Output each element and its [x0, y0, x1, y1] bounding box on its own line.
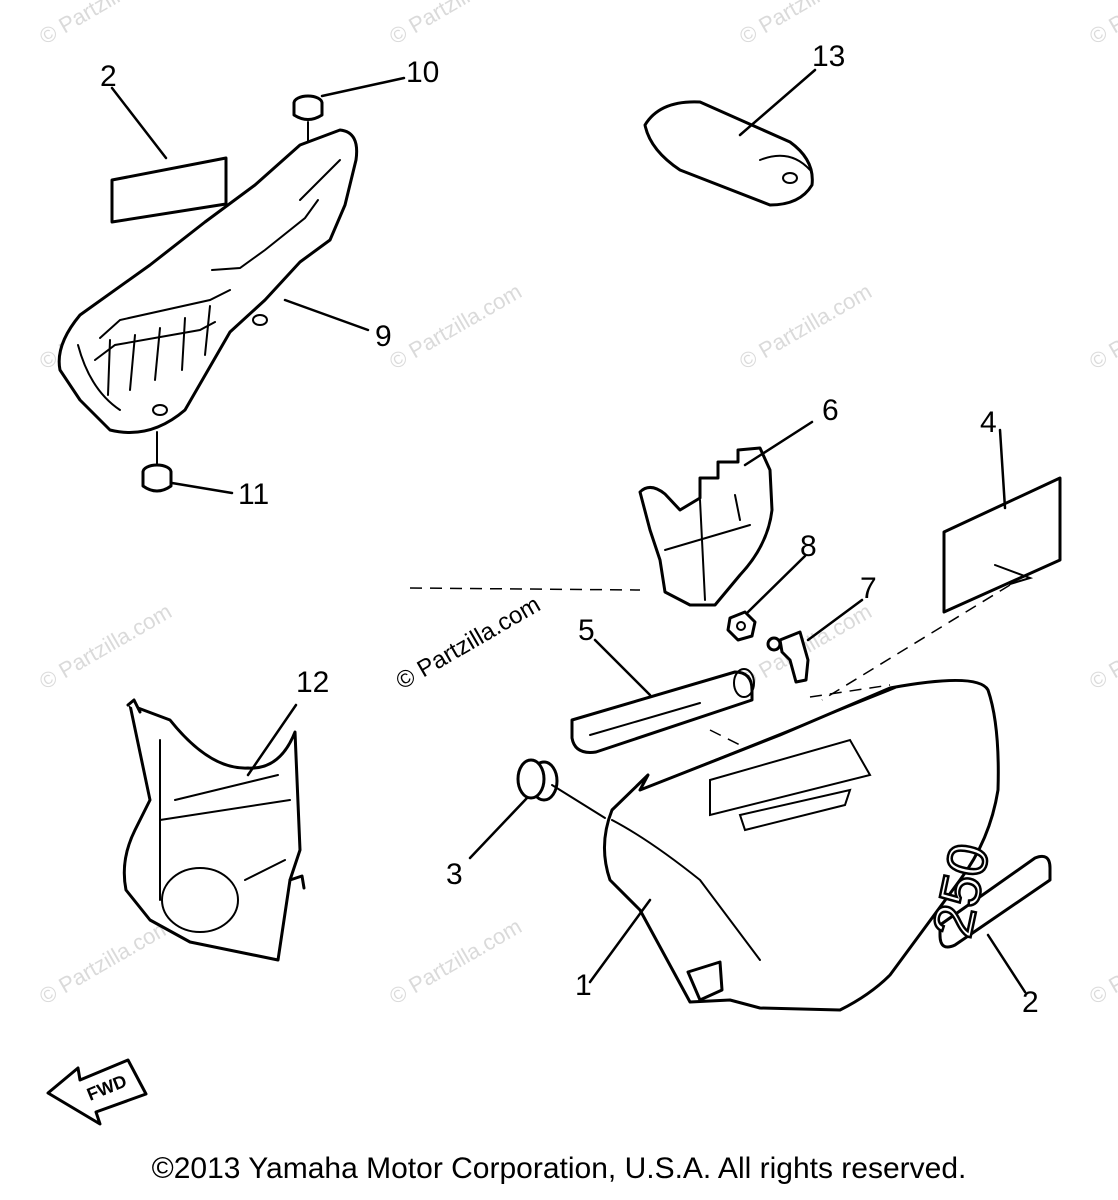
part-4-decal: 4 — [821, 406, 1062, 701]
part-2-label-plate: 2 — [100, 60, 228, 224]
part-13-pad: 13 — [643, 40, 845, 207]
callout-13: 13 — [812, 40, 845, 73]
watermark: © Partzilla.com — [35, 599, 176, 695]
watermark: © Partzilla.com — [385, 279, 526, 375]
part-5-tube: 5 — [570, 614, 755, 754]
part-8-nut: 8 — [726, 530, 817, 642]
callout-1: 1 — [575, 969, 592, 1002]
callout-10: 10 — [406, 56, 439, 89]
callout-11: 11 — [238, 478, 269, 511]
watermark: © Partzilla.com — [1085, 599, 1118, 695]
part-2-emblem: 250 2 — [919, 837, 1052, 1019]
watermark: © Partzilla.com — [1085, 914, 1118, 1010]
callout-7: 7 — [860, 572, 877, 605]
callout-9: 9 — [375, 320, 392, 353]
watermark: © Partzilla.com — [1085, 279, 1118, 375]
watermark: © Partzilla.com — [735, 279, 876, 375]
part-1-side-cover: 1 — [575, 678, 1000, 1012]
main-watermark: © Partzilla.com — [392, 591, 546, 695]
watermark: © Partzilla.com — [35, 914, 176, 1010]
callout-2-bottom: 2 — [1022, 986, 1039, 1019]
watermark: © Partzilla.com — [735, 0, 876, 49]
part-11-grommet: 11 — [141, 431, 269, 511]
watermark: © Partzilla.com — [1085, 0, 1118, 49]
fwd-arrow-icon: FWD — [46, 1058, 148, 1126]
watermark: © Partzilla.com — [385, 914, 526, 1010]
watermark: © Partzilla.com — [35, 0, 176, 49]
callout-8: 8 — [800, 530, 817, 563]
part-7-screw: 7 — [766, 572, 877, 684]
part-12-lower-cover: 12 — [122, 666, 329, 962]
watermark: © Partzilla.com — [385, 0, 526, 49]
callout-6: 6 — [822, 394, 839, 427]
callout-4: 4 — [980, 406, 997, 439]
callout-2-top: 2 — [100, 60, 117, 93]
part-3-damper: 3 — [446, 758, 606, 891]
callout-3: 3 — [446, 858, 463, 891]
copyright-notice: ©2013 Yamaha Motor Corporation, U.S.A. A… — [151, 1152, 967, 1185]
callout-12: 12 — [296, 666, 329, 699]
part-10-grommet: 10 — [292, 56, 439, 189]
part-9-side-guard: 9 — [57, 128, 392, 434]
callout-5: 5 — [578, 614, 595, 647]
part-6-bracket: 6 — [638, 394, 839, 607]
